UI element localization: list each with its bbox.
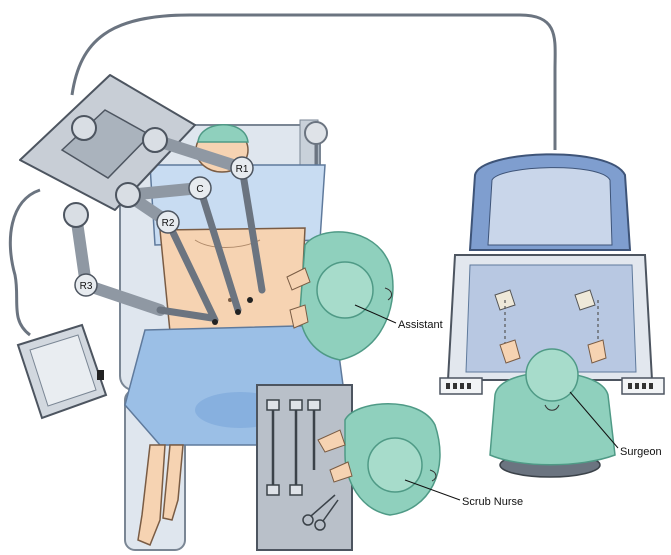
assistant-label: Assistant: [398, 319, 443, 331]
arm-r1-text: R1: [236, 164, 249, 175]
robot-patient-cart: [19, 74, 266, 325]
scrub-nurse-label: Scrub Nurse: [462, 496, 523, 508]
arm-label-r2: R2: [156, 210, 180, 234]
arm-r2-text: R2: [162, 218, 175, 229]
assistant-figure: [286, 231, 397, 361]
arm-label-r3: R3: [74, 273, 98, 297]
console-cable: [70, 13, 557, 150]
scrub-nurse-figure: [317, 403, 461, 516]
arm-r3-text: R3: [80, 281, 93, 292]
monitor-cable: [8, 188, 41, 337]
surgeon-label: Surgeon: [620, 446, 662, 458]
monitor: [16, 323, 108, 420]
surgeon-figure: [489, 339, 619, 466]
arm-c-text: C: [196, 184, 203, 195]
arm-label-c: C: [188, 176, 212, 200]
arm-label-r1: R1: [230, 156, 254, 180]
